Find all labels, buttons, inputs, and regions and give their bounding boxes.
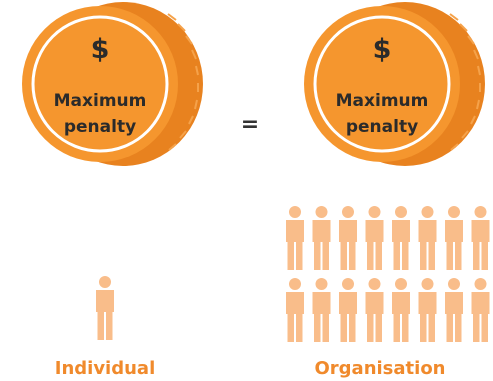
- person-icon: [418, 278, 437, 342]
- coin-icon: [304, 2, 485, 166]
- individual-caption: Individual: [54, 358, 156, 379]
- organisation-people-group: [286, 206, 490, 342]
- coin-dollar-symbol: $: [372, 34, 392, 65]
- person-icon: [392, 206, 410, 270]
- person-icon: [286, 206, 304, 270]
- person-icon: [471, 206, 490, 270]
- organisation-caption: Organisation: [314, 358, 446, 379]
- coin-label-line1: Maximum: [335, 91, 429, 111]
- coin-label-line1: Maximum: [53, 91, 147, 111]
- coin-icon: [22, 2, 203, 166]
- person-icon: [445, 278, 463, 342]
- person-icon: [445, 206, 463, 270]
- person-icon: [312, 278, 331, 342]
- person-icon: [96, 276, 114, 340]
- person-icon: [286, 278, 304, 342]
- coin-label-line2: penalty: [345, 117, 419, 137]
- person-icon: [312, 206, 331, 270]
- person-icon: [392, 278, 410, 342]
- individual-person-group: [96, 276, 114, 340]
- person-icon: [339, 278, 357, 342]
- person-icon: [471, 278, 490, 342]
- person-icon: [418, 206, 437, 270]
- right-coin: $ Maximum penalty: [300, 0, 490, 168]
- person-icon: [365, 206, 384, 270]
- person-icon: [339, 206, 357, 270]
- person-icon: [365, 278, 384, 342]
- coin-dollar-symbol: $: [90, 34, 110, 65]
- equals-sign: =: [240, 112, 260, 137]
- left-coin: $ Maximum penalty: [18, 0, 208, 168]
- coin-label-line2: penalty: [63, 117, 137, 137]
